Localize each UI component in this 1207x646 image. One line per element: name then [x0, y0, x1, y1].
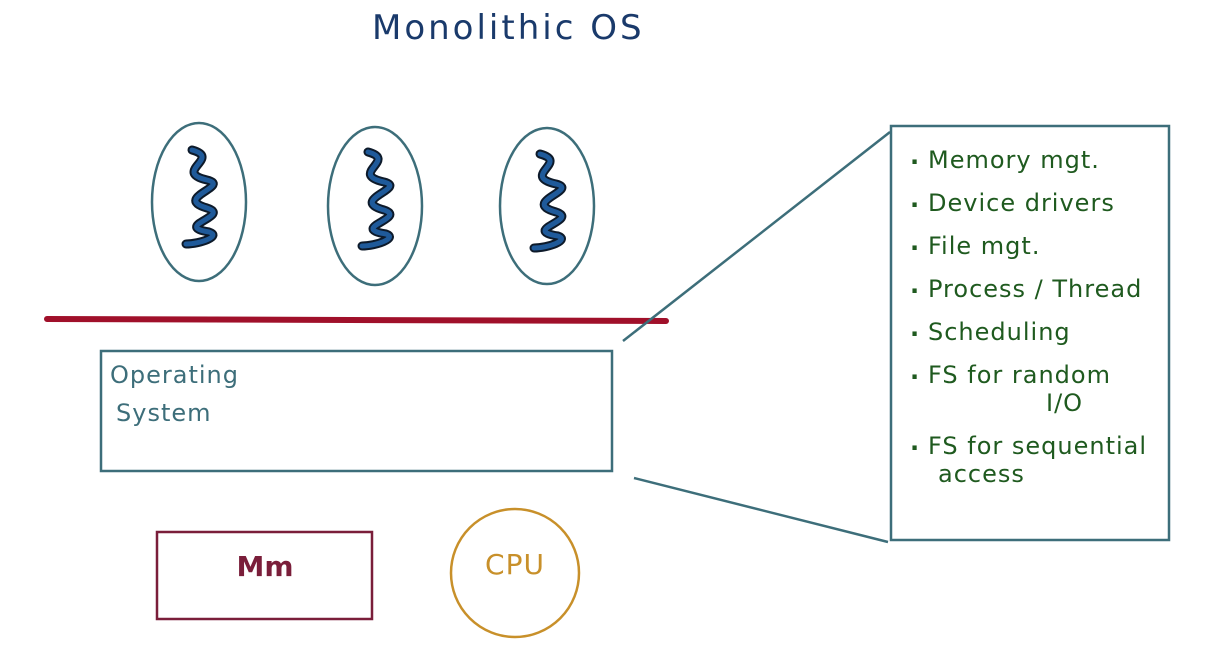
operating-system-box [99, 349, 614, 473]
service-item: Process / Thread [904, 271, 1166, 303]
service-item-text: Process / Thread [928, 275, 1143, 303]
service-item: Device drivers [904, 185, 1166, 217]
service-item-text: File mgt. [928, 232, 1041, 260]
service-item-text: Scheduling [928, 318, 1071, 346]
service-item-text: FS for sequential [928, 432, 1148, 460]
cpu-circle [449, 507, 581, 639]
operating-system-label: Operating System [110, 356, 239, 432]
os-services-list: Memory mgt. Device drivers File mgt. Pro… [904, 142, 1166, 503]
service-item: File mgt. [904, 228, 1166, 260]
thread-squiggle-fill [359, 149, 393, 249]
service-item: Memory mgt. [904, 142, 1166, 174]
service-item-continuation: I/O [1046, 389, 1084, 417]
diagram-title: Monolithic OS [372, 8, 645, 48]
process-1-ellipse [150, 121, 248, 283]
thread-squiggle-fill [183, 147, 216, 247]
zoom-connector-bottom [633, 476, 889, 544]
process-2 [326, 125, 424, 287]
process-2-ellipse [326, 125, 424, 287]
memory-box [155, 530, 374, 621]
memory-label: Mm [236, 550, 294, 583]
service-item: FS for random I/O [904, 357, 1166, 417]
process-3-ellipse [498, 126, 596, 286]
service-item-text: Device drivers [928, 189, 1115, 217]
operating-system-label-line1: Operating [110, 361, 239, 389]
operating-system-label-line2: System [116, 399, 212, 427]
service-item: FS for sequential access [904, 428, 1166, 488]
process-1 [150, 121, 248, 283]
zoom-connector-top [622, 131, 891, 342]
process-3 [498, 126, 596, 286]
thread-squiggle-fill [531, 151, 565, 251]
cpu-label: CPU [485, 548, 545, 581]
service-item-text: FS for random [928, 361, 1111, 389]
service-item-continuation: access [938, 460, 1025, 488]
service-item-text: Memory mgt. [928, 146, 1100, 174]
user-kernel-boundary-line [44, 316, 669, 324]
os-services-box [889, 124, 1171, 542]
service-item: Scheduling [904, 314, 1166, 346]
